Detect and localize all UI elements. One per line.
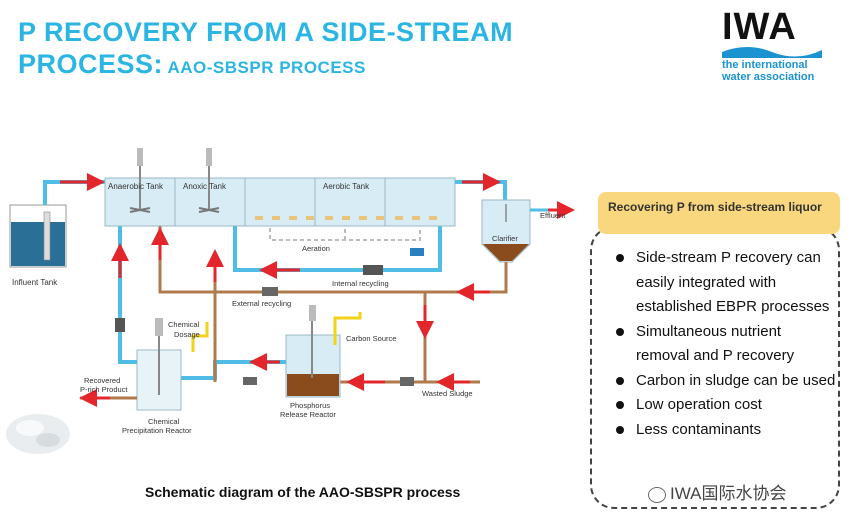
supernatant-pump-icon: [115, 318, 125, 332]
blower-icon: [410, 248, 424, 256]
external-recycling-label: External recycling: [232, 299, 291, 308]
influent-tank-label: Influent Tank: [12, 278, 58, 287]
internal-pump-icon: [363, 265, 383, 275]
list-item: Simultaneous nutrient removal and P reco…: [612, 320, 838, 369]
phosphorus-release-reactor: [285, 305, 341, 398]
benefits-panel-header: Recovering P from side-stream liquor: [598, 192, 840, 234]
list-item: Low operation cost: [612, 393, 838, 418]
p-rich-product-image: [6, 414, 70, 454]
carbon-source-label: Carbon Source: [346, 334, 396, 343]
clarifier: [481, 199, 531, 263]
sludge-pump-icon: [400, 377, 414, 386]
chem-reactor-label-2: Precipitation Reactor: [122, 426, 192, 435]
phos-reactor-label-2: Release Reactor: [280, 410, 336, 419]
wechat-icon: [648, 486, 666, 503]
main-reactor: [104, 148, 456, 227]
internal-recycling-pipe: [233, 226, 442, 272]
title-line-1: P RECOVERY FROM A SIDE-STREAM: [18, 17, 514, 47]
chem-reactor-label-1: Chemical: [148, 417, 180, 426]
influent-pipe: [43, 180, 105, 205]
liquor-pump-icon: [243, 377, 257, 385]
carbon-source-line: [333, 312, 362, 345]
effluent-label: Effluent: [540, 211, 566, 220]
aeration-label: Aeration: [302, 244, 330, 253]
benefits-list: Side-stream P recovery can easily integr…: [612, 246, 838, 442]
liquor-pipe: [180, 360, 286, 380]
recovered-label-1: Recovered: [84, 376, 120, 385]
wasted-sludge-label: Wasted Sludge: [422, 389, 473, 398]
chemical-precipitation-reactor: [136, 318, 182, 411]
aerobic-tank-label: Aerobic Tank: [323, 182, 370, 191]
diagram-caption: Schematic diagram of the AAO-SBSPR proce…: [145, 484, 461, 500]
title-line-2: PROCESS:: [18, 49, 164, 80]
process-diagram: Influent Tank Anaerobic Tank Anoxic Tank…: [6, 148, 575, 454]
iwa-logo: IWA the international water association: [722, 8, 832, 83]
anaerobic-tank-label: Anaerobic Tank: [108, 182, 164, 191]
wave-icon: [722, 47, 822, 58]
watermark: IWA国际水协会: [646, 479, 789, 504]
recovered-label-2: P-rich Product: [80, 385, 128, 394]
chemical-dosage-label-2: Dosage: [174, 330, 200, 339]
internal-recycling-label: Internal recycling: [332, 279, 389, 288]
title-subtitle: AAO-SBSPR PROCESS: [167, 58, 366, 78]
list-item: Less contaminants: [612, 418, 838, 443]
iwa-logo-mark: IWA: [722, 6, 797, 48]
iwa-logo-subtitle: the international water association: [722, 59, 815, 83]
list-item: Side-stream P recovery can easily integr…: [612, 246, 838, 320]
phos-reactor-label-1: Phosphorus: [290, 401, 330, 410]
aeration-line: [269, 228, 421, 241]
anoxic-tank-label: Anoxic Tank: [183, 182, 227, 191]
external-pump-icon: [262, 287, 278, 296]
list-item: Carbon in sludge can be used: [612, 369, 838, 394]
supernatant-pipe: [118, 226, 137, 364]
page-title: P RECOVERY FROM A SIDE-STREAM PROCESS: A…: [18, 16, 513, 81]
influent-tank: [9, 204, 67, 268]
chemical-dosage-line: [191, 322, 209, 352]
clarifier-label: Clarifier: [492, 234, 518, 243]
watermark-text: IWA国际水协会: [670, 484, 787, 503]
chemical-dosage-label-1: Chemical: [168, 320, 200, 329]
